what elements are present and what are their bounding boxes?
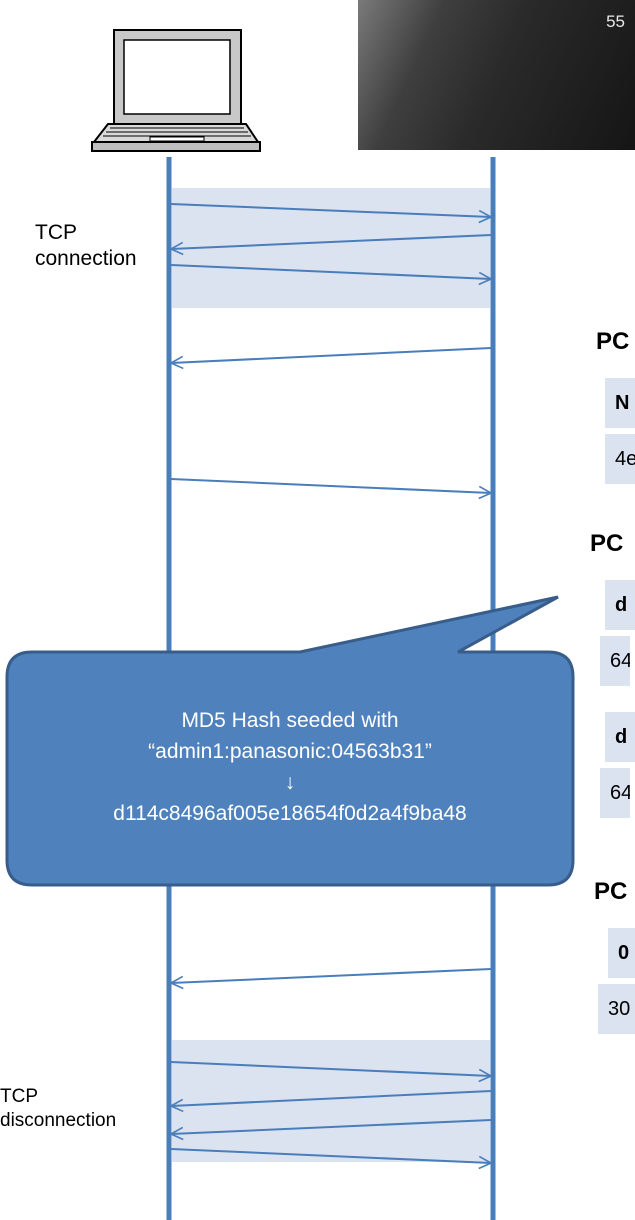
tcp-connection-band <box>172 188 490 308</box>
ack-arrow <box>170 264 491 279</box>
callout-line-2: “admin1:panasonic:04563b31” <box>148 740 432 763</box>
section-3-title: PC <box>594 878 628 905</box>
section-2-header-cell-2: d <box>605 712 635 762</box>
response-arrow-1 <box>171 347 492 363</box>
request-arrow <box>170 478 491 493</box>
section-2-header-cell-1: d <box>605 580 635 630</box>
fin-ack-arrow-1 <box>171 1090 492 1106</box>
section-2-value-cell-2: 64 <box>600 768 630 818</box>
section-3-header-cell: 0 <box>608 928 635 978</box>
tcp-disconnection-label: TCP disconnection <box>0 1086 117 1131</box>
section-2-value-cell-1: 64 <box>600 636 630 686</box>
callout-line-1: MD5 Hash seeded with <box>181 709 399 732</box>
tcp-disconnection-band <box>172 1040 490 1162</box>
section-1-title: PC <box>596 328 630 355</box>
response-arrow-2 <box>171 968 492 983</box>
section-3-value-cell: 30 <box>598 984 635 1034</box>
callout-arrow: ↓ <box>284 771 296 794</box>
fin-ack-arrow-2 <box>171 1119 492 1134</box>
ack-arrow-final <box>170 1148 491 1163</box>
tcp-connection-label: TCP connection <box>35 221 137 270</box>
laptop-icon <box>91 29 261 152</box>
section-1-value-cell: 4e <box>605 434 635 484</box>
callout-hash: d114c8496af005e18654f0d2a4f9ba48 <box>113 802 467 825</box>
md5-callout-shape <box>5 595 575 887</box>
display-monitor-image: 55 <box>358 0 635 150</box>
display-model-number: 55 <box>606 12 625 31</box>
syn-ack-arrow <box>171 234 492 249</box>
syn-arrow <box>170 203 491 217</box>
section-1-header-cell: N <box>605 378 635 428</box>
fin-arrow-1 <box>170 1061 491 1076</box>
md5-callout-text: MD5 Hash seeded with “admin1:panasonic:0… <box>7 705 573 829</box>
section-2-title: PC <box>590 530 624 557</box>
